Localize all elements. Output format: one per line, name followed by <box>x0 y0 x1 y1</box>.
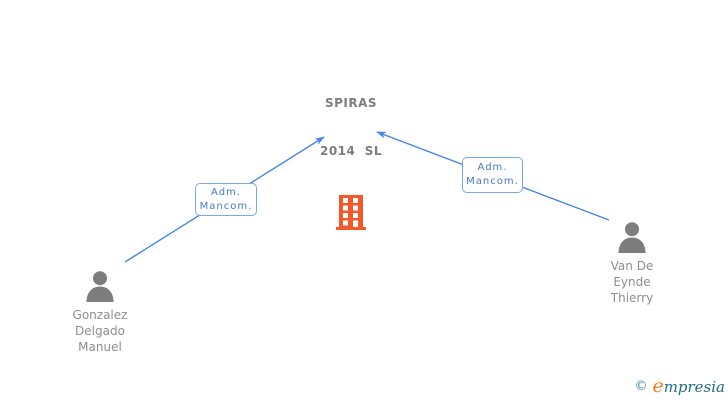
relation-label-line1: Adm. <box>211 186 241 198</box>
logo-rest: mpresia <box>663 378 725 396</box>
person-name-line2: Eynde <box>613 275 651 289</box>
person-name: Van De Eynde Thierry <box>582 258 682 306</box>
relation-label-line2: Mancom. <box>466 176 519 187</box>
relation-label-line2: Mancom. <box>199 200 253 212</box>
company-name-line2: 2014 SL <box>319 144 383 158</box>
company-name-line1: SPIRAS <box>324 96 378 110</box>
person-name-line3: Manuel <box>78 340 122 354</box>
person-node-van-de-eynde-thierry[interactable]: Van De Eynde Thierry <box>582 222 682 306</box>
person-name-line3: Thierry <box>610 291 654 305</box>
building-icon <box>336 195 366 230</box>
company-node-spiras[interactable]: SPIRAS 2014 SL <box>291 63 411 230</box>
person-node-gonzalez-delgado-manuel[interactable]: Gonzalez Delgado Manuel <box>50 271 150 355</box>
empresia-logo[interactable]: © empresia <box>634 375 725 397</box>
logo-wordmark: empresia <box>652 375 725 397</box>
person-name-line2: Delgado <box>75 324 125 338</box>
relation-label-adm-mancom-left[interactable]: Adm. Mancom. <box>195 183 257 216</box>
person-name-line1: Gonzalez <box>72 308 128 322</box>
company-name: SPIRAS 2014 SL <box>291 63 411 191</box>
relation-label-line1: Adm. <box>477 162 508 173</box>
person-icon <box>86 271 114 302</box>
person-icon <box>618 222 646 253</box>
person-name: Gonzalez Delgado Manuel <box>50 307 150 355</box>
person-name-line1: Van De <box>610 259 654 273</box>
relation-label-adm-mancom-right[interactable]: Adm. Mancom. <box>462 157 523 193</box>
copyright-icon: © <box>634 378 648 394</box>
logo-initial: e <box>652 375 664 397</box>
